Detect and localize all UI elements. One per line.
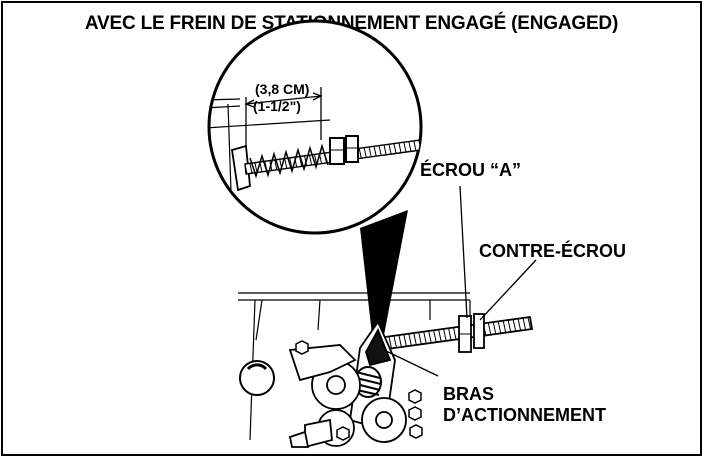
magnifier-detail — [207, 19, 423, 235]
actuating-arm-label-line2: D’ACTIONNEMENT — [443, 405, 606, 425]
diagram-title: AVEC LE FREIN DE STATIONNEMENT ENGAGÉ (E… — [84, 13, 619, 34]
actuating-arm-label-line1: BRAS — [443, 384, 495, 404]
lock-nut-label: CONTRE-ÉCROU — [479, 241, 626, 261]
dimension-imperial-label: (1-1/2") — [253, 98, 301, 114]
dimension-metric-label: (3,8 CM) — [255, 81, 310, 97]
nut-a-label: ÉCROU “A” — [420, 160, 522, 180]
magnifier-connector — [360, 210, 408, 335]
leader-lines — [383, 185, 537, 377]
brake-mechanism — [239, 313, 534, 449]
